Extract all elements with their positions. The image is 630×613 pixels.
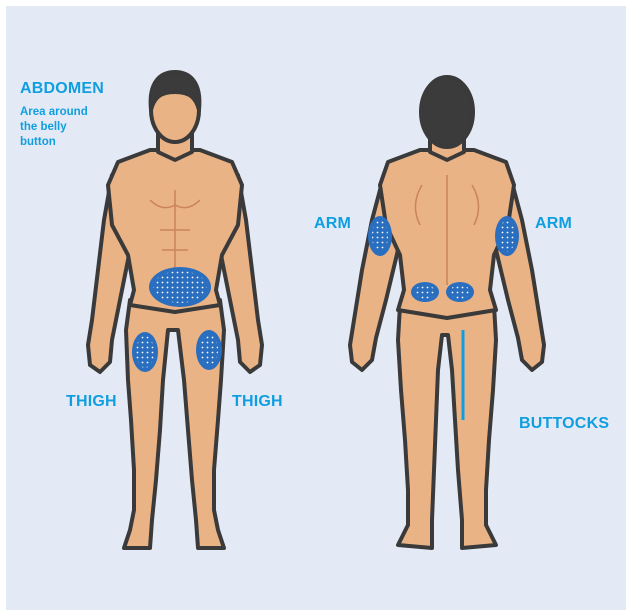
abdomen-zone[interactable] bbox=[149, 267, 211, 307]
abdomen-note-line1: Area around bbox=[20, 105, 88, 120]
buttocks-label: BUTTOCKS bbox=[519, 415, 609, 433]
thigh-zone-left[interactable] bbox=[132, 332, 158, 372]
front-figure bbox=[88, 72, 262, 548]
thigh-label-right: THIGH bbox=[232, 393, 283, 411]
back-figure bbox=[350, 77, 544, 548]
abdomen-note: Area around the belly button bbox=[20, 105, 88, 150]
arm-label-left: ARM bbox=[314, 215, 351, 233]
lower-back-zone-right[interactable] bbox=[446, 282, 474, 302]
arm-zone-right[interactable] bbox=[495, 216, 519, 256]
arm-zone-left[interactable] bbox=[368, 216, 392, 256]
thigh-label-left: THIGH bbox=[66, 393, 117, 411]
abdomen-note-line3: button bbox=[20, 135, 88, 150]
thigh-zone-right[interactable] bbox=[196, 330, 222, 370]
abdomen-label: ABDOMEN bbox=[20, 80, 104, 98]
lower-back-zone-left[interactable] bbox=[411, 282, 439, 302]
arm-label-right: ARM bbox=[535, 215, 572, 233]
abdomen-note-line2: the belly bbox=[20, 120, 88, 135]
